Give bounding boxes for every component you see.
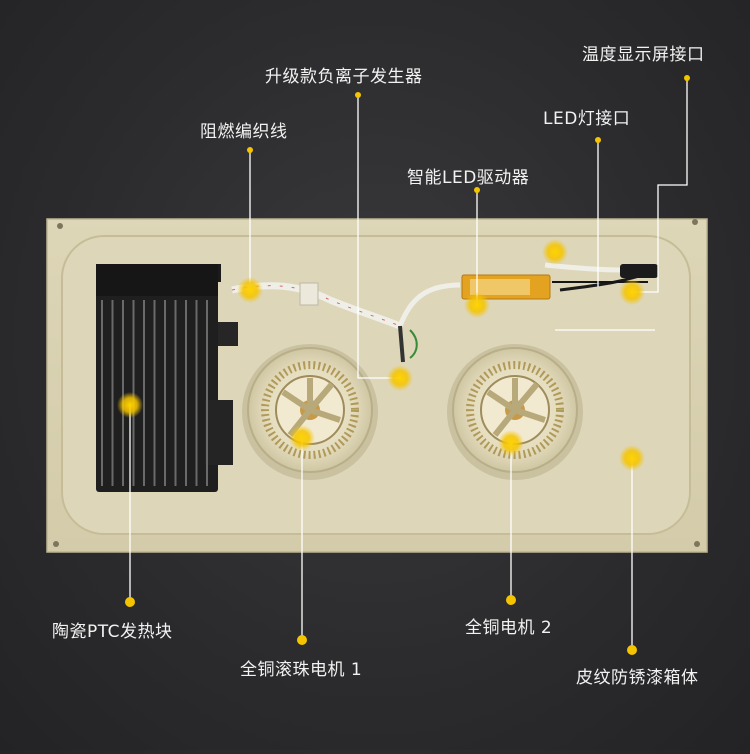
dot-led-port [542,239,568,265]
leader-ion-gen [357,95,400,379]
dot-temp-display [619,279,645,305]
label-ceramic-ptc-block: 陶瓷PTC发热块 [52,622,173,642]
dot-motor-2 [498,430,524,456]
wiring [231,262,658,363]
copper-motor-1 [242,344,378,480]
dot-ptc [117,392,143,418]
callout-dots [117,239,645,471]
label-rustproof-case: 皮纹防锈漆箱体 [576,668,699,688]
leader-lines [129,78,688,648]
label-smart-led-driver: 智能LED驱动器 [407,168,530,188]
label-copper-ball-motor-1: 全铜滚珠电机 1 [240,660,363,680]
dot-motor-1 [289,425,315,451]
dot-ion-gen [387,365,413,391]
label-copper-motor-2: 全铜电机 2 [465,618,553,638]
label-negative-ion-generator: 升级款负离子发生器 [265,67,423,87]
led-driver-box [461,274,551,300]
label-flame-retardant-wire: 阻燃编织线 [200,122,288,142]
label-end-dots [125,75,690,655]
dot-wire [237,277,263,303]
copper-motor-2 [447,344,583,480]
label-temp-display-port: 温度显示屏接口 [582,45,705,65]
dot-case [619,445,645,471]
leader-temp-display [632,78,688,293]
dot-led-driver [464,292,490,318]
ptc-heater-block [96,264,238,492]
label-led-light-port: LED灯接口 [543,109,631,129]
